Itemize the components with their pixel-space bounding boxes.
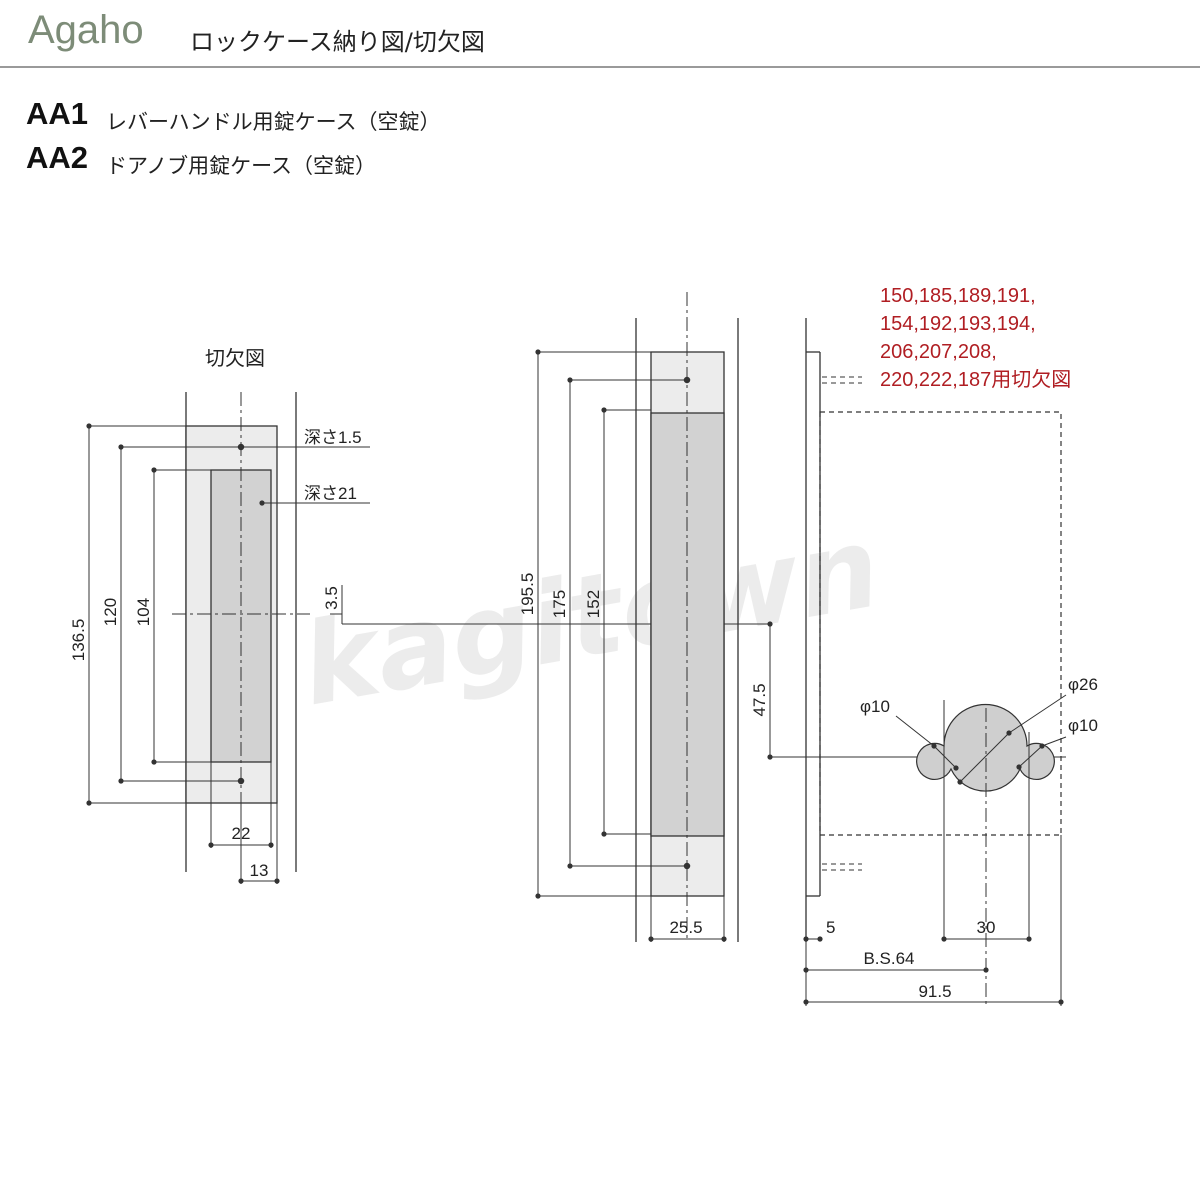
dim-22: 22: [232, 824, 251, 843]
note-line-4: 220,222,187用切欠図: [880, 368, 1071, 391]
depth-case-label: 深さ21: [304, 484, 357, 503]
depth-faceplate-label: 深さ1.5: [304, 428, 362, 447]
dim-5: 5: [826, 918, 835, 937]
front-view: [535, 292, 739, 942]
dim-136-5: 136.5: [69, 619, 88, 662]
page-subtitle: ロックケース納り図/切欠図: [190, 28, 485, 56]
dim-175: 175: [550, 590, 569, 618]
brand-logo: Agaho: [28, 8, 144, 52]
dim-120: 120: [101, 598, 120, 626]
model-code-aa1: AA1: [26, 96, 89, 131]
case-dashed-outline: [819, 411, 1062, 836]
model-desc-aa2: ドアノブ用錠ケース（空錠）: [106, 154, 377, 178]
side-view: [767, 318, 1067, 1006]
model-desc-aa1: レバーハンドル用錠ケース（空錠）: [106, 110, 441, 134]
dim-phi-center: φ26: [1068, 675, 1098, 694]
dim-30: 30: [977, 918, 996, 937]
dim-13: 13: [250, 861, 269, 880]
dim-91-5: 91.5: [918, 982, 951, 1001]
dim-104: 104: [134, 598, 153, 626]
dim-backset: B.S.64: [863, 949, 914, 968]
dim-152: 152: [584, 590, 603, 618]
header-divider: [0, 66, 1200, 68]
dim-25-5: 25.5: [669, 918, 702, 937]
cutout-view: [86, 392, 770, 884]
note-line-3: 206,207,208,: [880, 341, 997, 363]
model-code-aa2: AA2: [26, 140, 89, 175]
dim-195-5: 195.5: [518, 573, 537, 616]
dim-phi-left: φ10: [860, 697, 890, 716]
dim-47-5: 47.5: [750, 683, 769, 716]
dim-3-5: 3.5: [322, 586, 341, 610]
dim-phi-right: φ10: [1068, 716, 1098, 735]
note-line-2: 154,192,193,194,: [880, 313, 1036, 335]
cutout-title: 切欠図: [205, 347, 265, 370]
note-line-1: 150,185,189,191,: [880, 285, 1036, 307]
